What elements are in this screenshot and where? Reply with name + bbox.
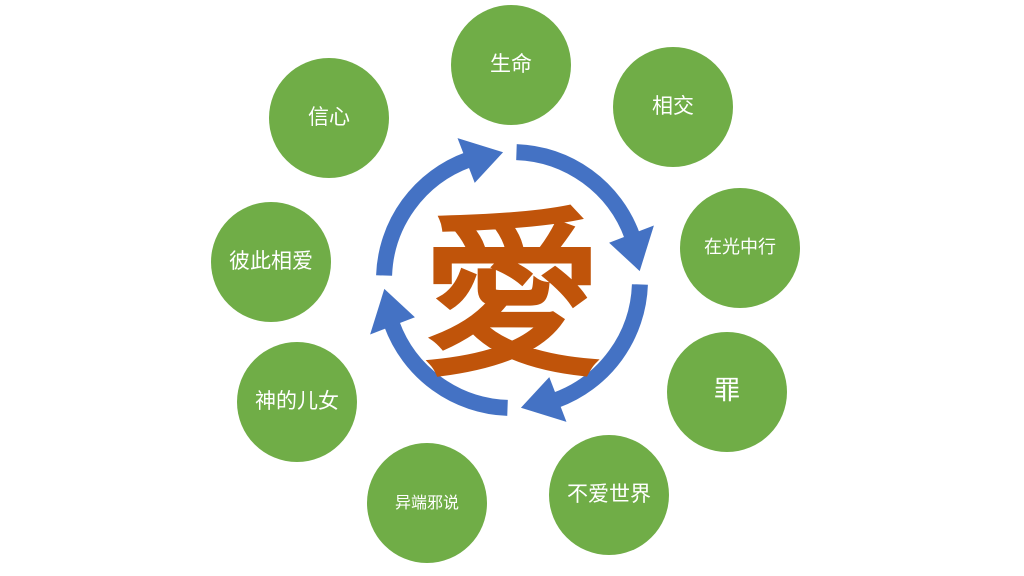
cycle-arrow-1 (376, 138, 504, 276)
node-fellowship: 相交 (613, 47, 733, 167)
node-walk-in-light: 在光中行 (680, 188, 800, 308)
arrow-head (520, 377, 567, 422)
arrow-head (457, 138, 504, 183)
node-children-of-god: 神的儿女 (237, 342, 357, 462)
node-love-one-another: 彼此相爱 (211, 202, 331, 322)
cycle-arrow-3 (520, 284, 648, 422)
node-sin: 罪 (667, 332, 787, 452)
arrow-head (370, 288, 415, 335)
arrow-shaft (552, 284, 648, 408)
node-not-love-world: 不爱世界 (549, 435, 669, 555)
cycle-arrow-2 (516, 144, 654, 272)
arrow-shaft (384, 320, 508, 416)
node-heresy: 异端邪说 (367, 443, 487, 563)
cycle-arrow-4 (370, 288, 508, 416)
node-faith: 信心 (269, 58, 389, 178)
arrow-shaft (376, 152, 472, 276)
arrow-shaft (516, 144, 640, 240)
center-character: 愛 (421, 190, 602, 402)
arrow-head (609, 225, 654, 272)
node-life: 生命 (451, 5, 571, 125)
